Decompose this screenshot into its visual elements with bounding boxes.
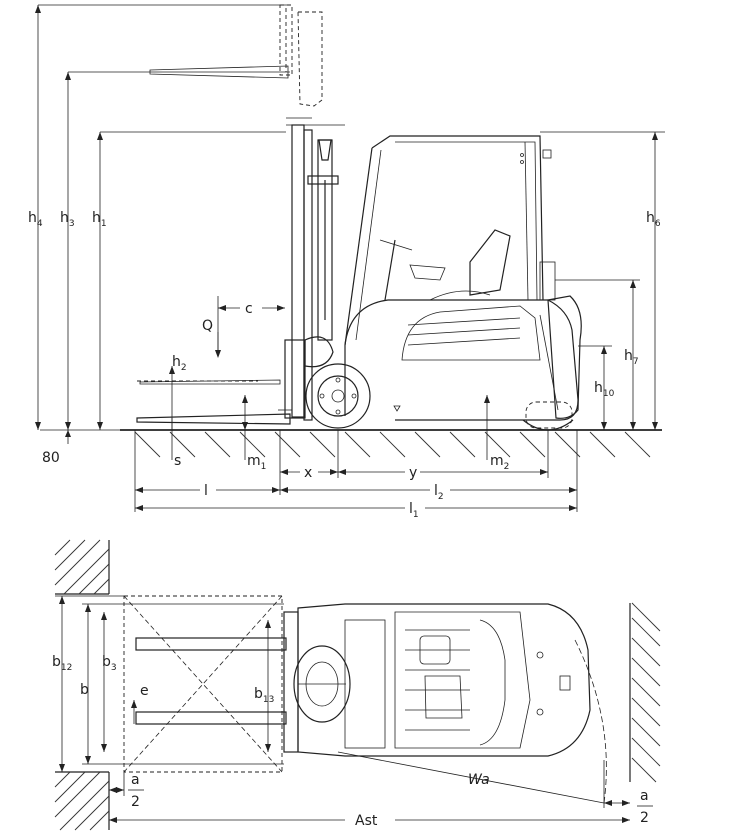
label-b13: b13 (254, 686, 274, 705)
top-view: b12 b b3 e b13 Wa Ast a 2 a 2 (52, 539, 661, 831)
label-h1: h1 (92, 210, 107, 229)
label-b12: b12 (52, 654, 72, 673)
truck-body (305, 135, 582, 431)
label-l: l (204, 483, 208, 499)
label-b3: b3 (102, 654, 117, 673)
label-h4: h4 (28, 210, 43, 229)
vertical-dimensions (35, 5, 665, 460)
label-l2: l2 (434, 483, 444, 502)
load-center (215, 296, 285, 358)
turning-radius (337, 639, 607, 808)
label-y: y (409, 465, 417, 481)
label-c: c (245, 301, 253, 317)
label-a-left-numerator: a (131, 772, 140, 788)
label-h10: h10 (594, 380, 615, 399)
left-wall-bottom (54, 771, 110, 831)
lowered-forks (136, 379, 292, 425)
label-Ast: Ast (355, 813, 378, 829)
pallet-outline (123, 595, 283, 773)
right-wall (629, 602, 661, 783)
truck-top (293, 603, 591, 757)
top-horizontal-dimensions (109, 772, 630, 823)
label-h2: h2 (172, 354, 187, 373)
side-view: h4 h3 h1 h6 h7 h10 h2 c Q s m1 m2 x y l … (28, 4, 665, 520)
label-m2: m2 (490, 453, 509, 472)
front-wheel (305, 363, 371, 429)
label-m1: m1 (247, 453, 266, 472)
side-view-labels: h4 h3 h1 h6 h7 h10 h2 c Q s m1 m2 x y l … (28, 210, 661, 520)
horizontal-dimensions (134, 430, 578, 512)
label-h6: h6 (646, 210, 661, 229)
ground-hatching (134, 431, 651, 458)
label-Q: Q (202, 318, 213, 334)
raised-mast-outline (38, 4, 323, 107)
label-b: b (80, 682, 89, 698)
label-a-right-denominator: 2 (640, 810, 649, 826)
label-l1: l1 (409, 501, 419, 520)
left-wall-top (54, 539, 110, 595)
label-e: e (140, 683, 149, 699)
top-view-labels: b12 b b3 e b13 Wa Ast a 2 a 2 (52, 654, 653, 829)
label-Wa: Wa (468, 772, 490, 788)
label-a-left-denominator: 2 (131, 794, 140, 810)
rear-wheel (522, 419, 574, 431)
label-s: s (174, 453, 181, 469)
label-ground-clearance: 80 (42, 450, 60, 466)
top-vertical-dimensions (55, 595, 284, 772)
label-a-right-numerator: a (640, 788, 649, 804)
label-h3: h3 (60, 210, 75, 229)
label-x: x (304, 465, 312, 481)
forks-top (135, 611, 299, 753)
mast (284, 117, 345, 421)
label-h7: h7 (624, 348, 639, 367)
